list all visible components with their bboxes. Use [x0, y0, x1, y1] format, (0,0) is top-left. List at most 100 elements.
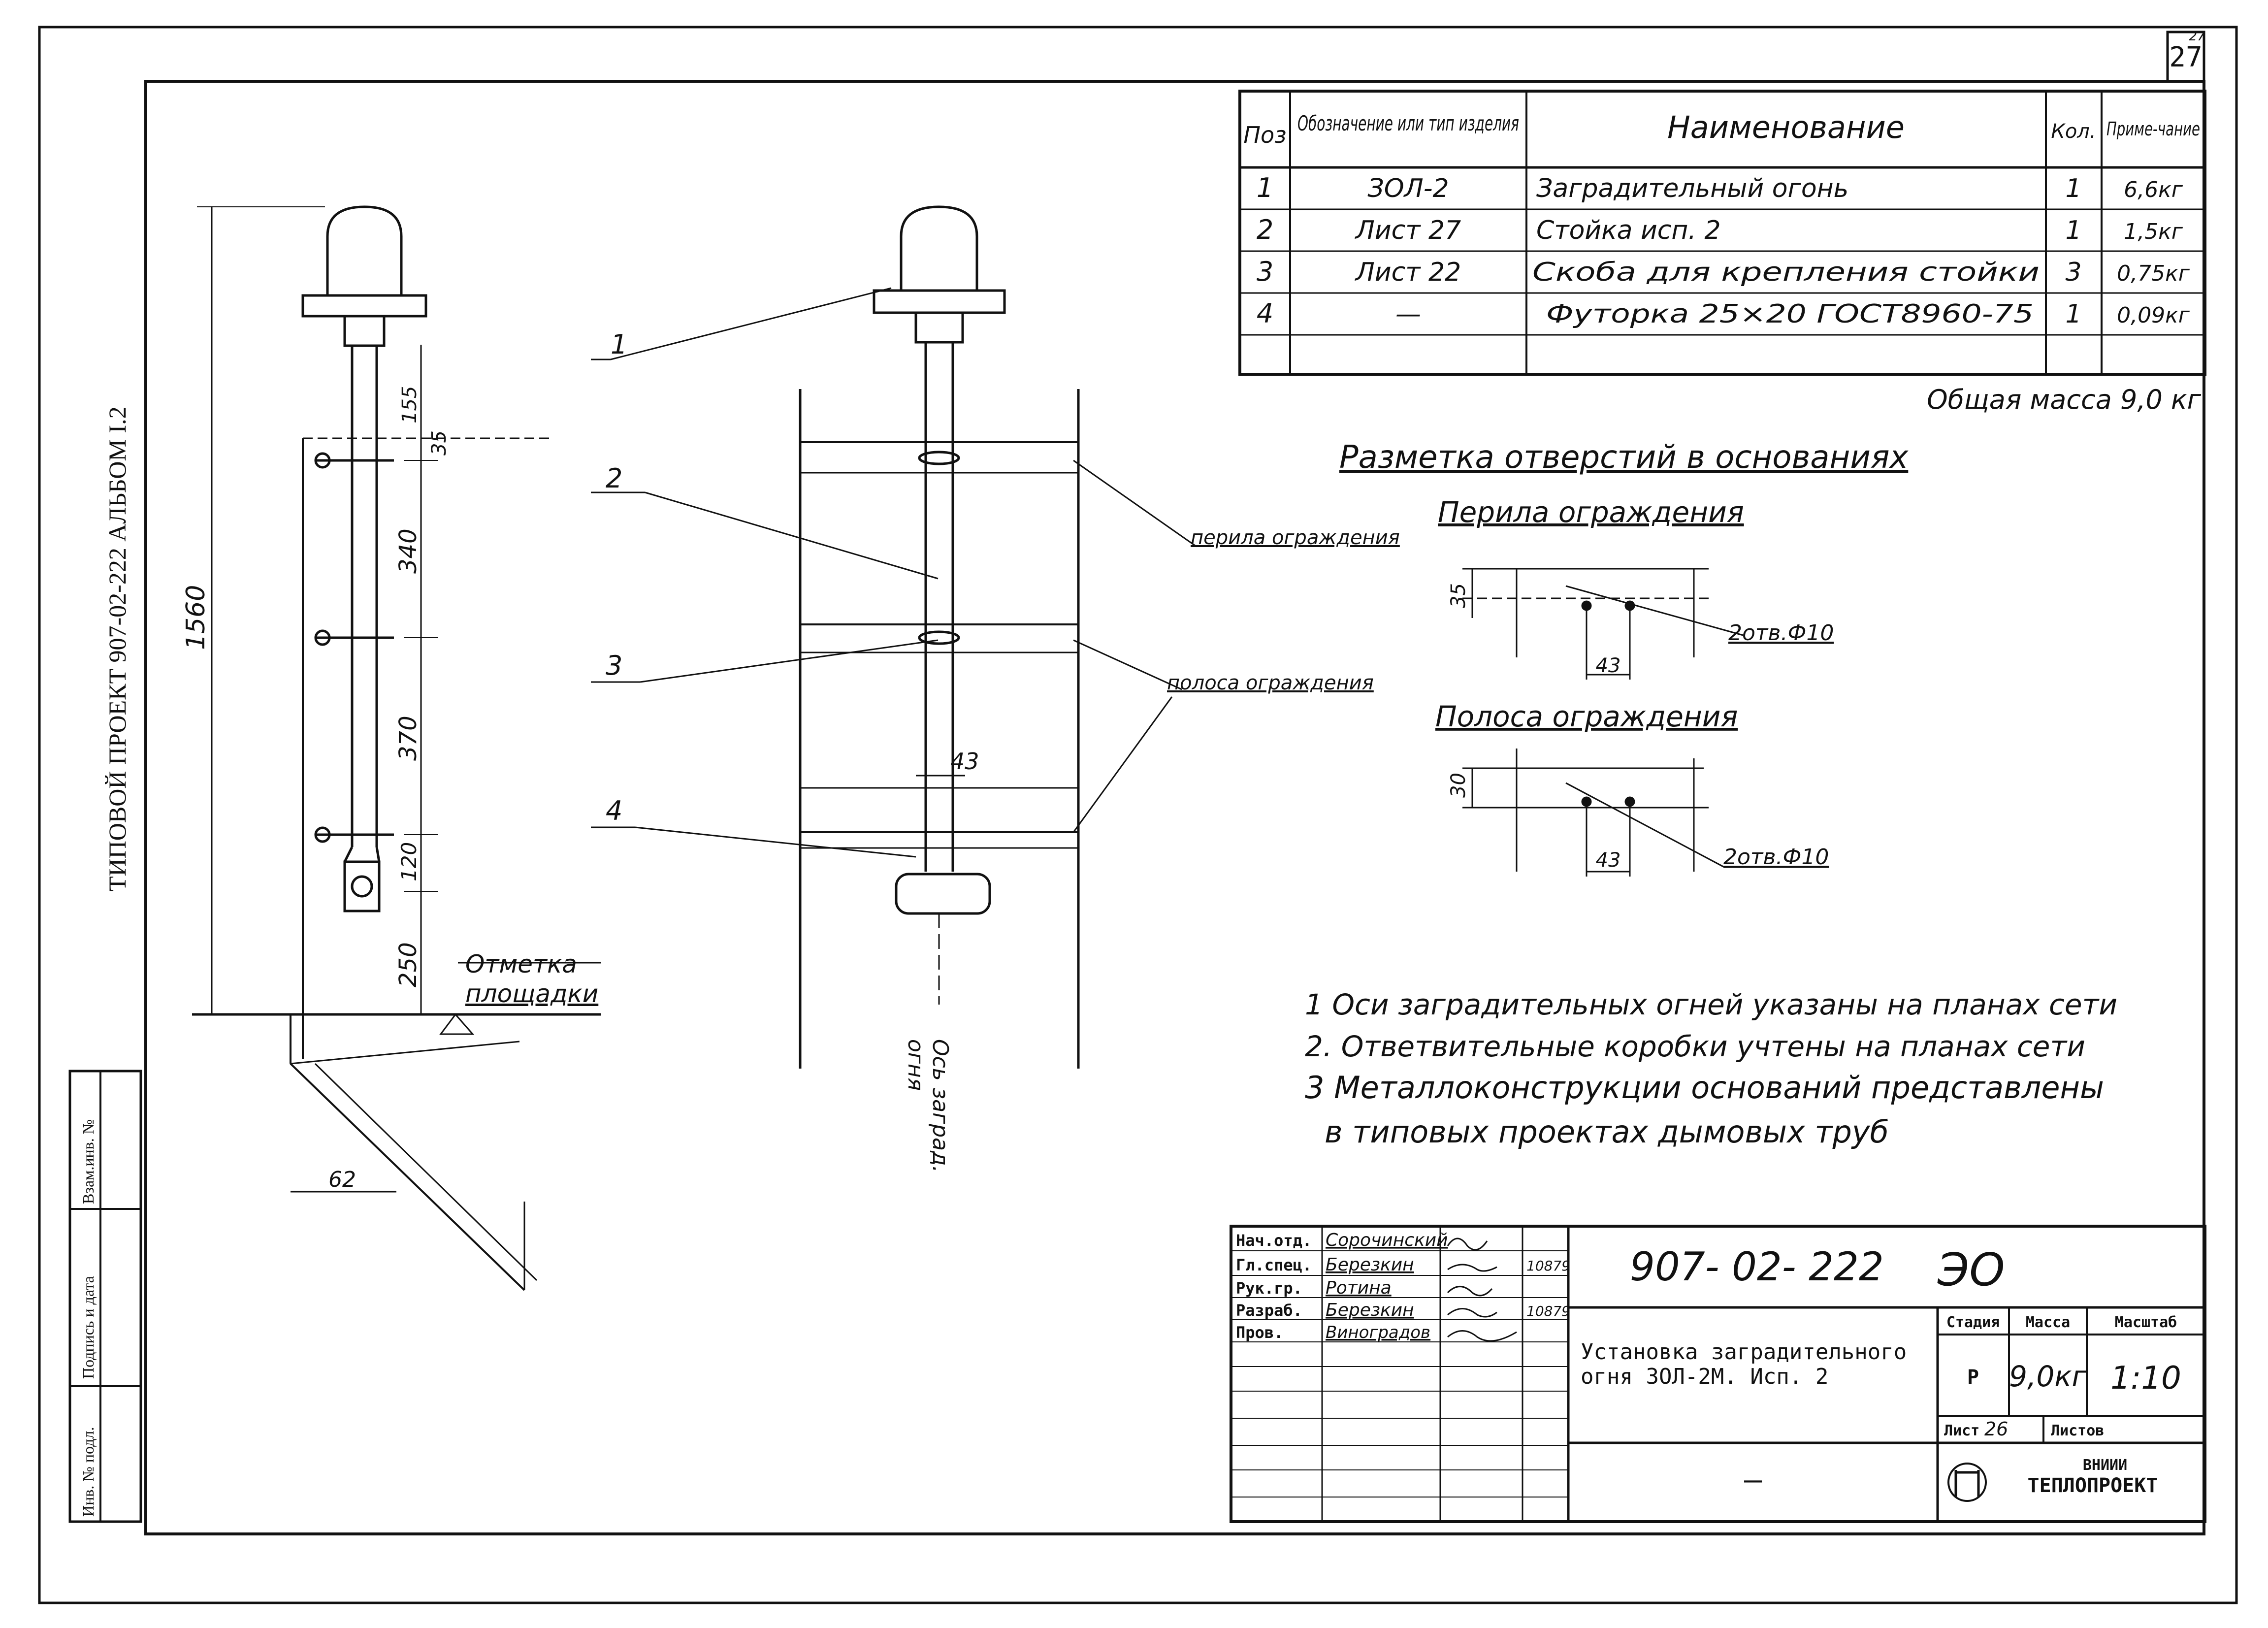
mass-value: 9,0кг — [2009, 1360, 2087, 1393]
spec-header-name: Наименование — [1667, 109, 1905, 145]
railing-title: Перила ограждения — [1438, 495, 1744, 529]
note-1: 1 Оси заградительных огней указаны на пл… — [1305, 988, 2117, 1021]
strip-holes: 2отв.Ф10 — [1723, 845, 1829, 870]
spec-row3-note: 0,75кг — [2117, 261, 2190, 286]
title-line-1: Установка заградительного — [1581, 1339, 1907, 1365]
note-3: 3 Металлоконструкции оснований представл… — [1305, 1070, 2104, 1106]
lamp-neck — [343, 315, 386, 347]
dim-62: 62 — [328, 1167, 356, 1192]
lamp-base — [301, 294, 427, 318]
name-4: Березкин — [1326, 1300, 1414, 1320]
org-line-1: ВНИИИ — [2083, 1457, 2127, 1474]
role-5: Пров. — [1236, 1323, 1283, 1342]
stamp-signature-label: Подпись и дата — [79, 1276, 97, 1379]
side-title: ТИПОВОЙ ПРОЕКТ 907-02-222 АЛЬБОМ I.2 — [103, 406, 131, 891]
date-1: 10879 — [1526, 1258, 1570, 1274]
doc-code: 907- 02- 222 — [1630, 1244, 1884, 1290]
level-label-1: Отметка — [465, 950, 577, 978]
junction-box — [343, 860, 381, 912]
spec-header-note: Приме-чание — [2106, 118, 2200, 140]
strip-dim-30: 30 — [1447, 773, 1470, 798]
stage-value: Р — [1967, 1366, 1979, 1389]
title-line-2: огня ЗОЛ-2М. Исп. 2 — [1581, 1364, 1828, 1389]
spec-row4-qty: 1 — [2065, 299, 2081, 329]
name-5: Виноградов — [1326, 1323, 1430, 1342]
name-3: Ротина — [1326, 1278, 1392, 1298]
spec-header-qty: Кол. — [2051, 120, 2096, 143]
page-number-small: 27 — [2189, 29, 2205, 44]
dim-370: 370 — [394, 716, 422, 761]
stage-header: Стадия — [1946, 1314, 2000, 1331]
front-dim-43: 43 — [950, 748, 979, 775]
left-stamp: Инв. № подл. Подпись и дата Взам.инв. № — [68, 1070, 142, 1523]
strip-marking — [1462, 749, 1724, 877]
callout-1: 1 — [611, 329, 627, 360]
title-block — [1230, 1225, 2206, 1523]
railing-dim-35: 35 — [1447, 583, 1470, 608]
marking-title: Разметка отверстий в основаниях — [1339, 439, 1909, 476]
stamp-inv-label: Инв. № подл. — [79, 1427, 97, 1517]
callout-3: 3 — [606, 650, 622, 681]
railing-marking — [1462, 568, 1744, 680]
spec-row1-note: 6,6кг — [2124, 177, 2183, 202]
name-1: Сорочинский — [1326, 1230, 1448, 1250]
spec-row1-designation: ЗОЛ-2 — [1367, 174, 1449, 203]
dim-340: 340 — [394, 528, 422, 574]
dim-35: 35 — [428, 430, 451, 456]
signatures — [1447, 1237, 1517, 1342]
date-2: 10879 — [1526, 1303, 1570, 1319]
level-marker — [439, 1013, 475, 1035]
label-strip: полоса ограждения — [1167, 672, 1374, 694]
note-2: 2. Ответвительные коробки учтены на план… — [1305, 1030, 2085, 1063]
spec-row4-name: Футорка 25×20 ГОСТ8960-75 — [1546, 299, 2034, 329]
spec-row3-designation: Лист 22 — [1355, 258, 1461, 287]
spec-row2-designation: Лист 27 — [1355, 216, 1461, 245]
note-4: в типовых проектах дымовых труб — [1325, 1114, 1889, 1150]
sheet-label: Лист — [1944, 1422, 1979, 1439]
label-railing: перила ограждения — [1191, 526, 1400, 549]
sheet-number: 26 — [1984, 1418, 2008, 1440]
strip-dim-43: 43 — [1596, 849, 1621, 872]
axis-label-2: огня — [903, 1039, 928, 1091]
dim-155: 155 — [398, 386, 421, 423]
total-mass: Общая масса 9,0 кг — [1927, 384, 2202, 415]
org-logo-icon — [1947, 1463, 1987, 1502]
stamp-replace-label: Взам.инв. № — [79, 1119, 97, 1204]
callout-4: 4 — [606, 795, 622, 826]
side-view — [192, 205, 601, 1291]
outer-border — [38, 26, 2238, 1604]
page-number: 27 — [2169, 41, 2202, 73]
strip-title: Полоса ограждения — [1435, 700, 1738, 733]
front-view — [591, 205, 1197, 1069]
sheets-label: Листов — [2051, 1422, 2104, 1439]
dim-1560: 1560 — [181, 585, 211, 650]
role-2: Гл.спец. — [1236, 1256, 1312, 1274]
dim-250: 250 — [394, 942, 422, 987]
callout-2: 2 — [606, 463, 622, 494]
level-label-2: площадки — [465, 979, 598, 1008]
spec-row2-pos: 2 — [1257, 214, 1273, 245]
spec-row1-pos: 1 — [1257, 172, 1273, 203]
spec-row4-designation: — — [1395, 299, 1421, 329]
page-number-box — [2166, 31, 2205, 83]
front-lamp-base — [873, 289, 1006, 314]
spec-row1-qty: 1 — [2065, 174, 2081, 203]
role-3: Рук.гр. — [1236, 1279, 1302, 1298]
spec-header-designation: Обозначение или тип изделия — [1297, 111, 1519, 135]
role-1: Нач.отд. — [1236, 1231, 1312, 1250]
spec-row4-pos: 4 — [1257, 298, 1273, 329]
bottom-dash: — — [1744, 1463, 1762, 1497]
railing-holes: 2отв.Ф10 — [1728, 620, 1834, 646]
spec-row2-note: 1,5кг — [2124, 219, 2183, 244]
front-junction-box — [895, 873, 991, 915]
spec-row3-pos: 3 — [1257, 256, 1273, 287]
mass-header: Масса — [2026, 1314, 2070, 1331]
spec-row1-name: Заградительный огонь — [1536, 174, 1848, 203]
railing-dim-43: 43 — [1596, 654, 1621, 677]
spec-row2-qty: 1 — [2065, 216, 2081, 245]
spec-row2-name: Стойка исп. 2 — [1536, 216, 1721, 245]
axis-label-1: Ось заград. — [928, 1039, 953, 1173]
spec-row3-qty: 3 — [2065, 258, 2081, 287]
dim-120: 120 — [397, 842, 421, 881]
